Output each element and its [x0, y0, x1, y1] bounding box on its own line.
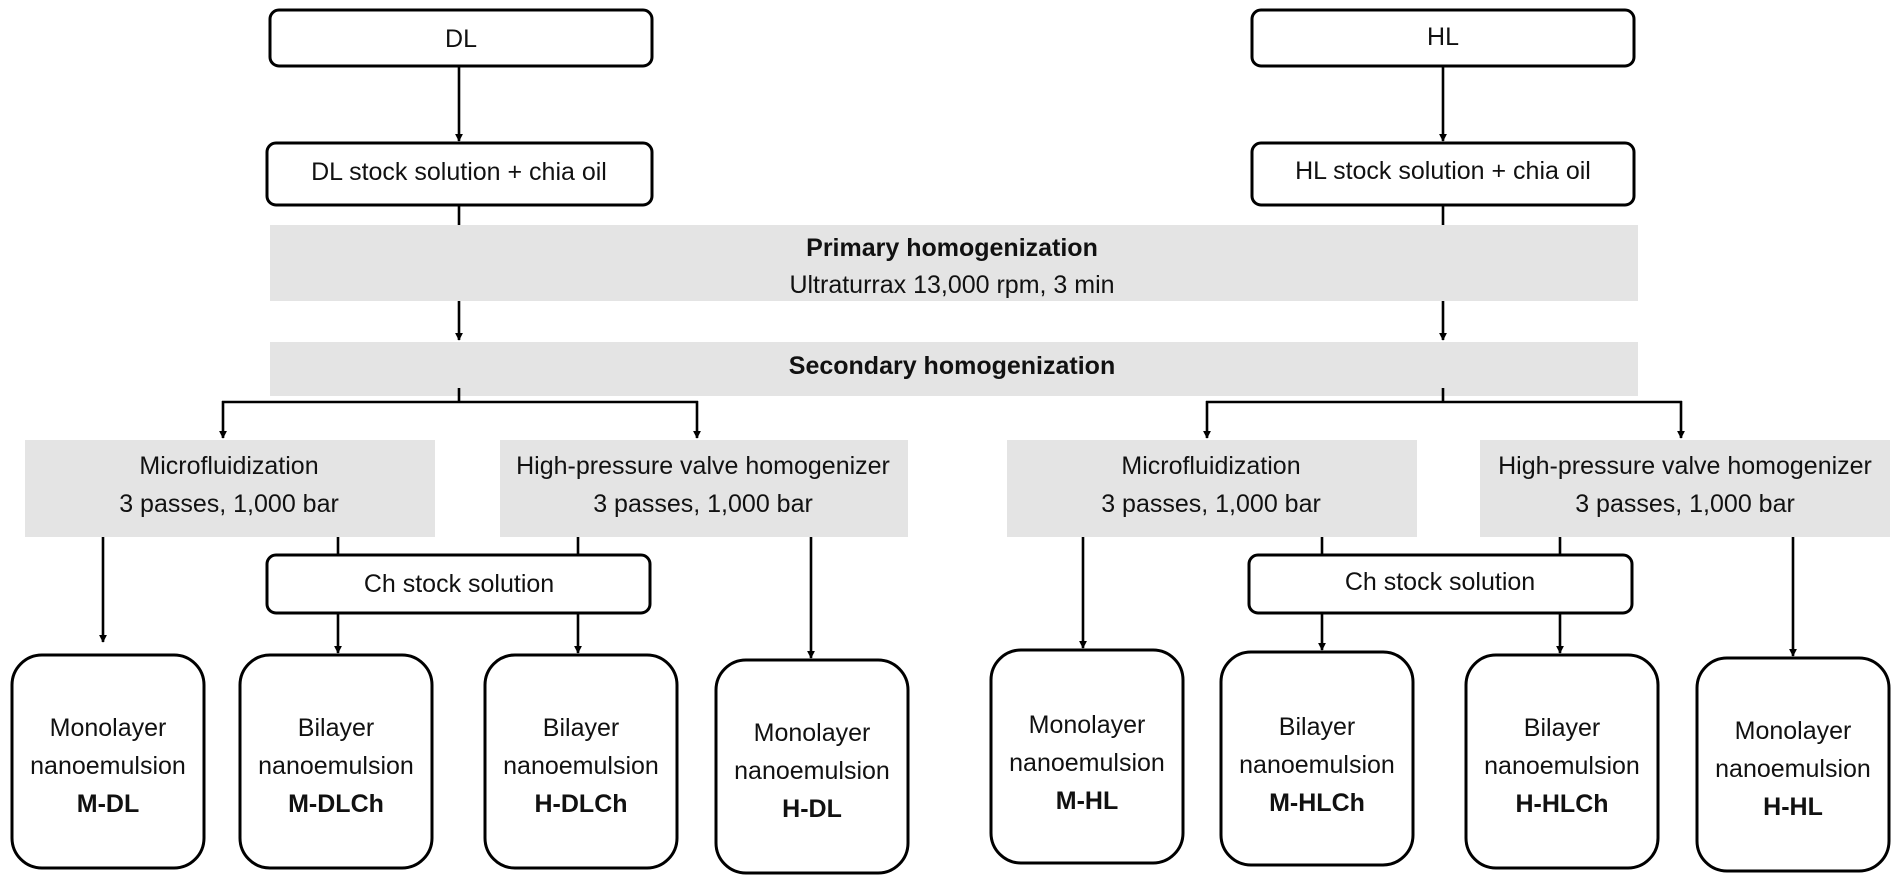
product-box-h-hl: [1695, 656, 1891, 873]
hpvh-detail-dl: 3 passes, 1,000 bar: [593, 490, 813, 518]
ch-stock-label-dl: Ch stock solution: [364, 570, 554, 598]
product-code-h-hlch: H-HLCh: [1515, 790, 1608, 818]
hpvh-detail-hl: 3 passes, 1,000 bar: [1575, 490, 1795, 518]
hpvh-name-hl: High-pressure valve homogenizer: [1498, 452, 1872, 480]
product-box-m-dl: [10, 653, 206, 870]
product-subtype-m-hl: nanoemulsion: [1009, 749, 1165, 777]
product-code-m-dlch: M-DLCh: [288, 790, 384, 818]
product-subtype-h-hlch: nanoemulsion: [1484, 752, 1640, 780]
hl-label: HL: [1427, 23, 1459, 51]
product-code-m-hlch: M-HLCh: [1269, 789, 1365, 817]
product-type-m-hl: Monolayer: [1029, 711, 1146, 739]
product-box-m-hlch: [1219, 650, 1415, 867]
primary-homogenization-title: Primary homogenization: [806, 234, 1098, 262]
microfluidization-detail-dl: 3 passes, 1,000 bar: [119, 490, 339, 518]
product-box-h-dlch: [483, 653, 679, 870]
product-type-m-hlch: Bilayer: [1279, 713, 1355, 741]
secondary-homogenization-band: [270, 342, 1638, 396]
product-code-m-dl: M-DL: [77, 790, 139, 818]
product-type-m-dlch: Bilayer: [298, 714, 374, 742]
product-code-m-hl: M-HL: [1056, 787, 1118, 815]
hl-stock-label: HL stock solution + chia oil: [1295, 157, 1591, 185]
product-subtype-h-dlch: nanoemulsion: [503, 752, 659, 780]
dl-label: DL: [445, 25, 477, 53]
product-code-h-dl: H-DL: [782, 795, 842, 823]
primary-homogenization-detail: Ultraturrax 13,000 rpm, 3 min: [789, 271, 1114, 299]
secondary-homogenization-title: Secondary homogenization: [789, 352, 1115, 380]
hpvh-name-dl: High-pressure valve homogenizer: [516, 452, 890, 480]
product-type-h-dlch: Bilayer: [543, 714, 619, 742]
product-type-m-dl: Monolayer: [50, 714, 167, 742]
product-type-h-dl: Monolayer: [754, 719, 871, 747]
microfluidization-band-dl: [25, 440, 435, 537]
primary-homogenization-band: [270, 225, 1638, 301]
product-type-h-hlch: Bilayer: [1524, 714, 1600, 742]
product-box-h-hlch: [1464, 653, 1660, 870]
product-box-m-dlch: [238, 653, 434, 870]
microfluidization-band-hl: [1007, 440, 1417, 537]
product-subtype-h-dl: nanoemulsion: [734, 757, 890, 785]
product-subtype-m-dl: nanoemulsion: [30, 752, 186, 780]
product-code-h-dlch: H-DLCh: [534, 790, 627, 818]
dl-stock-label: DL stock solution + chia oil: [311, 158, 607, 186]
product-subtype-h-hl: nanoemulsion: [1715, 755, 1871, 783]
hpvh-band-hl: [1480, 440, 1890, 537]
hpvh-band-dl: [500, 440, 908, 537]
product-type-h-hl: Monolayer: [1735, 717, 1852, 745]
microfluidization-detail-hl: 3 passes, 1,000 bar: [1101, 490, 1321, 518]
microfluidization-name-hl: Microfluidization: [1121, 452, 1300, 480]
product-code-h-hl: H-HL: [1763, 793, 1823, 821]
product-subtype-m-hlch: nanoemulsion: [1239, 751, 1395, 779]
ch-stock-box-hl: [1247, 553, 1634, 615]
microfluidization-name-dl: Microfluidization: [139, 452, 318, 480]
ch-stock-box-dl: [265, 553, 652, 615]
product-box-m-hl: [989, 648, 1185, 865]
product-box-h-dl: [714, 658, 910, 875]
dl-box: [268, 8, 654, 68]
ch-stock-label-hl: Ch stock solution: [1345, 568, 1535, 596]
product-subtype-m-dlch: nanoemulsion: [258, 752, 414, 780]
